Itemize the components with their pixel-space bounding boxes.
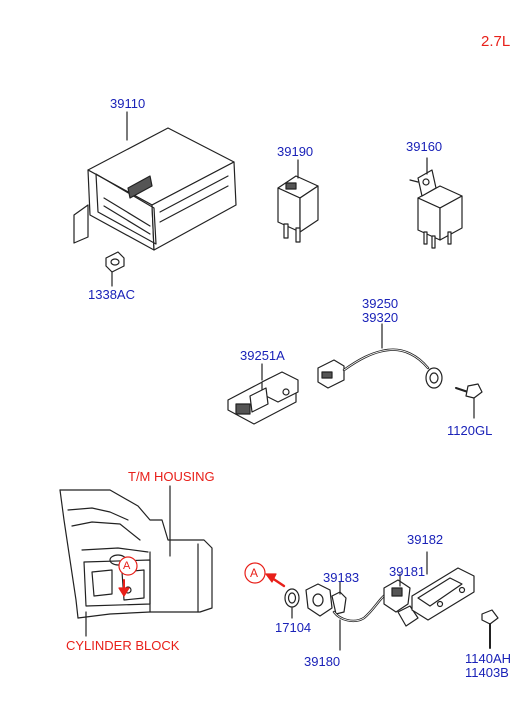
knock-bolt-drawing: [455, 383, 483, 419]
part-number-knock-bolt[interactable]: 1120GL: [447, 423, 493, 438]
part-number-crank-harness[interactable]: 39180: [304, 654, 341, 669]
part-number-crank-sensor[interactable]: 39181: [389, 564, 426, 579]
part-number-ecu[interactable]: 39110: [110, 96, 146, 111]
ref-circle-a: [244, 562, 266, 584]
small-relay-drawing: [277, 159, 319, 243]
part-number-knock-sensor-a[interactable]: 39250: [362, 296, 399, 311]
part-number-bracket[interactable]: 39251A: [240, 348, 285, 363]
part-number-o-ring[interactable]: 17104: [275, 620, 312, 635]
part-number-bolt-b[interactable]: 11403B: [465, 665, 509, 680]
ref-letter-a-detail: A: [123, 560, 131, 572]
bracket-drawing: [227, 363, 299, 425]
crank-bolt-drawing: [481, 609, 499, 649]
crank-sensor-drawing: [265, 551, 475, 651]
large-relay-drawing: [409, 157, 463, 249]
part-number-relay-large[interactable]: 39160: [406, 139, 443, 154]
engine-label: 2.7L: [481, 33, 511, 50]
cylinder-block-callout: CYLINDER BLOCK: [66, 638, 180, 653]
part-number-ecu-nut[interactable]: 1338AC: [88, 287, 135, 302]
part-number-knock-sensor-b[interactable]: 39320: [362, 310, 399, 325]
ecu-nut-drawing: [105, 251, 125, 287]
knock-sensor-drawing: [317, 323, 443, 389]
part-number-bolt-a[interactable]: 1140AH: [465, 651, 512, 666]
ecu-module-drawing: [73, 111, 237, 251]
part-number-crank-sensor-asm[interactable]: 39182: [407, 532, 444, 547]
part-number-relay-small[interactable]: 39190: [277, 144, 314, 159]
part-number-sensor-part[interactable]: 39183: [323, 570, 360, 585]
ref-letter-a: A: [250, 566, 259, 580]
ref-circle-a-detail: [118, 556, 138, 576]
tm-housing-callout: T/M HOUSING: [128, 469, 215, 484]
